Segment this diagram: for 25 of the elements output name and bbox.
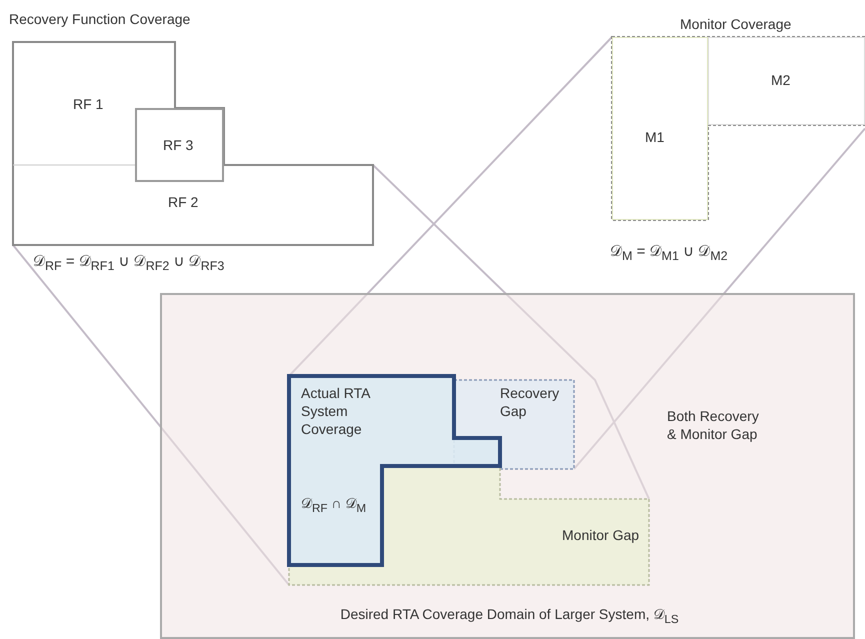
gap-region (289, 466, 649, 585)
projection-line (573, 128, 865, 470)
panel-heading: Monitor Coverage (680, 15, 792, 34)
coverage-region (289, 376, 500, 565)
region-label: Monitor Gap (562, 526, 640, 544)
region-label: M2 (771, 71, 790, 90)
region-box (135, 108, 224, 182)
region-label: M1 (645, 128, 664, 146)
panel-heading: Recovery Function Coverage (9, 10, 190, 28)
domain-caption: Desired RTA Coverage Domain of Larger System, 𝒟$_{LS}$ (339, 605, 680, 627)
projection-line (288, 36, 613, 377)
region-label: RF 2 (168, 193, 198, 212)
region-label: Actual RTA System Coverage (301, 384, 372, 439)
projection-line (372, 164, 650, 500)
region-box (708, 37, 865, 125)
formula: 𝒟$_{RF}$ = 𝒟$_{RF1}$ ∪ 𝒟$_{RF2}$ ∪ 𝒟$_{RF3}$ (33, 252, 224, 274)
region-label: RF 3 (163, 136, 194, 154)
region-box (612, 37, 708, 220)
region-label: Both Recovery & Monitor Gap (667, 407, 760, 444)
domain-box (160, 293, 855, 639)
formula: 𝒟$_{M}$ = 𝒟$_{M1}$ ∪ 𝒟$_{M2}$ (610, 242, 728, 264)
region-label: RF 1 (73, 95, 104, 114)
projection-line (12, 244, 290, 586)
formula: 𝒟$_{RF}$ ∩ 𝒟$_{M}$ (301, 494, 366, 516)
region-label: Recovery Gap (500, 384, 560, 420)
